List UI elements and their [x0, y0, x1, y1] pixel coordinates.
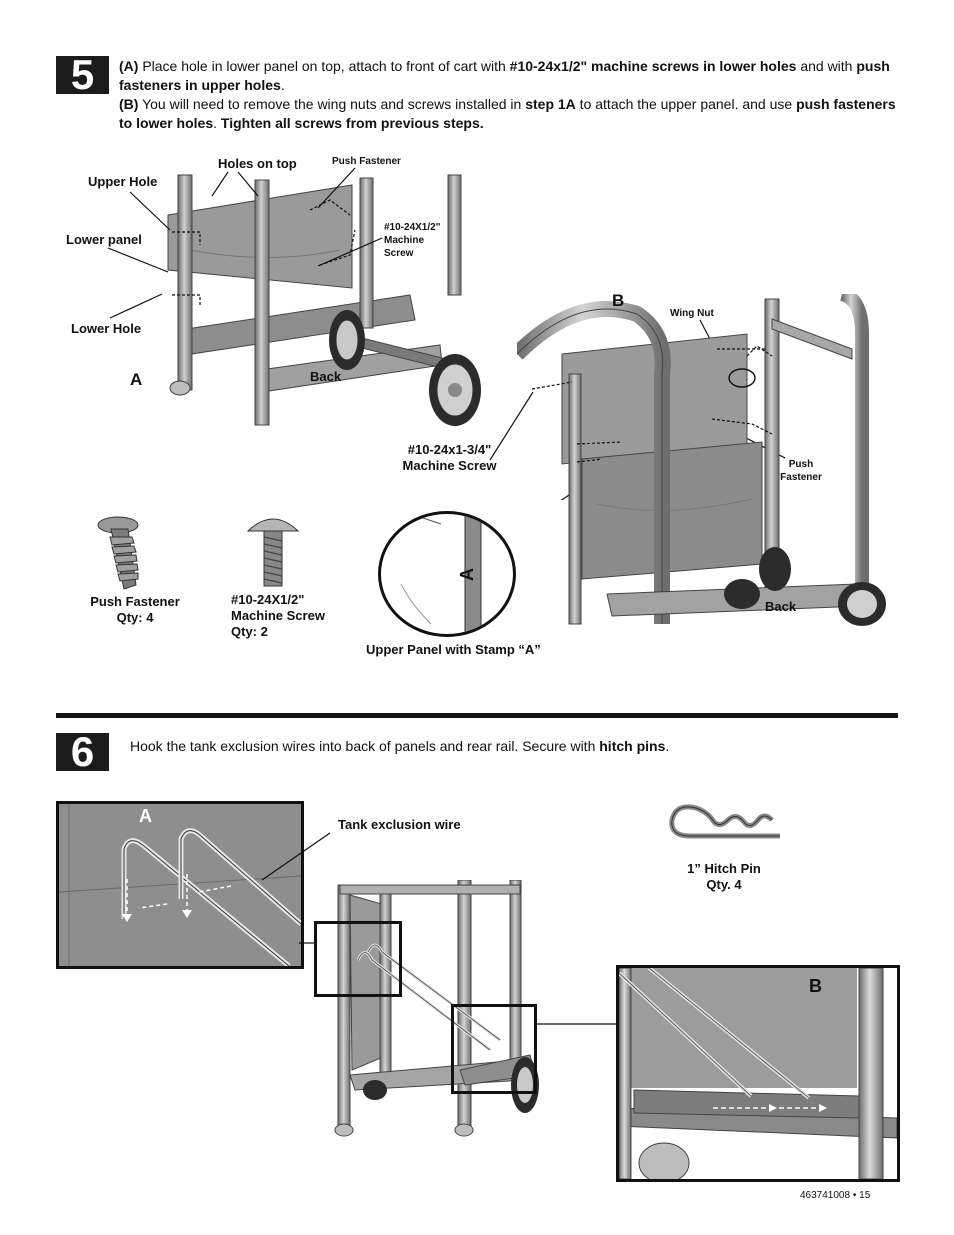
step-6-number-badge: 6 [56, 728, 109, 775]
step-5b-bold-2: push fasteners to lower holes [119, 96, 896, 131]
stamp-letter: A [457, 568, 477, 581]
label-push-fastener-5a: Push Fastener [332, 156, 401, 167]
step-5b-instruction: (B) You will need to remove the wing nut… [119, 95, 909, 133]
step-6-bold-1: hitch pins [599, 738, 666, 754]
step-5b-text-3: . [213, 115, 221, 131]
label-machine-screw-5b-line1: #10-24x1-3/4" [407, 442, 492, 457]
label-wing-nut: Wing Nut [670, 308, 714, 319]
step-6-number: 6 [70, 728, 95, 775]
hitch-pin-part-label: 1” Hitch Pin Qty. 4 [665, 861, 783, 893]
step-5b-text-2: to attach the upper panel. and use [575, 96, 797, 112]
step-5b-tag: (B) [119, 96, 139, 112]
detail-b-callout-box [451, 1004, 537, 1094]
page-footer: 463741008 • 15 [800, 1190, 870, 1201]
step-5b-cart-illustration [517, 294, 886, 626]
stamp-magnifier: A [378, 511, 516, 637]
step-5a-text-1: Place hole in lower panel on top, attach… [138, 58, 510, 74]
label-lower-panel: Lower panel [66, 232, 142, 247]
hitch-pin-part-name: 1” Hitch Pin [687, 861, 761, 876]
label-upper-hole: Upper Hole [88, 174, 158, 189]
label-machine-screw-5b-line2: Machine Screw [402, 458, 497, 473]
step-5b-bold-3: Tighten all screws from previous steps. [220, 115, 484, 131]
section-divider [56, 713, 898, 718]
label-machine-screw-5a: #10-24X1/2" Machine Screw [384, 221, 440, 260]
step-5b-bold-1: step 1A [525, 96, 576, 112]
label-lower-hole: Lower Hole [71, 321, 142, 336]
footer-separator: • [852, 1190, 857, 1201]
step-5b-figure-letter: B [612, 291, 625, 310]
step-6-text-1: Hook the tank exclusion wires into back … [130, 738, 600, 754]
page-number: 15 [859, 1190, 871, 1201]
step-5-number: 5 [70, 51, 95, 98]
step-5-instructions: (A) Place hole in lower panel on top, at… [119, 57, 909, 133]
label-upper-panel-stamp: Upper Panel with Stamp “A” [366, 642, 541, 657]
push-fastener-part-icon [97, 516, 139, 590]
step-6-detail-b-letter: B [809, 976, 822, 996]
detail-a-callout-box [314, 921, 402, 997]
label-back-5a: Back [310, 369, 342, 384]
label-machine-screw-5a-line1: #10-24X1/2" [384, 222, 441, 233]
label-push-fastener-5b-line2: Fastener [780, 472, 822, 483]
step-6-leader-lines [261, 832, 616, 1025]
label-tank-exclusion-wire: Tank exclusion wire [338, 817, 461, 832]
label-holes-on-top: Holes on top [218, 156, 297, 171]
document-number: 463741008 [800, 1190, 851, 1201]
stamp-magnifier-detail [400, 514, 482, 634]
machine-screw-part-qty: Qty: 2 [231, 624, 268, 639]
step-6-detail-a-drawing [59, 804, 301, 966]
push-fastener-part-name: Push Fastener [90, 594, 180, 609]
step-5a-bold-2: push fasteners in upper holes [119, 58, 890, 93]
step-5a-bold-1: #10-24x1/2" machine screws in lower hole… [509, 58, 797, 74]
step-5a-text-3: . [280, 77, 285, 93]
step-5-number-badge: 5 [56, 51, 109, 98]
machine-screw-part-label: #10-24X1/2" Machine Screw Qty: 2 [231, 592, 325, 640]
label-machine-screw-5b: #10-24x1-3/4" Machine Screw [392, 442, 507, 474]
machine-screw-part-name-2: Machine Screw [231, 608, 325, 623]
hitch-pin-part-icon [669, 804, 780, 839]
step-6-detail-b: B [616, 965, 900, 1182]
push-fastener-part-qty: Qty: 4 [116, 610, 154, 625]
label-back-5b: Back [765, 599, 797, 614]
step-6-instruction: Hook the tank exclusion wires into back … [130, 737, 890, 756]
machine-screw-part-name-1: #10-24X1/2" [231, 592, 305, 607]
step-5a-figure-letter: A [130, 370, 143, 389]
step-6-detail-a: A [56, 801, 304, 969]
step-5a-text-2: and with [796, 58, 857, 74]
step-6-detail-a-letter: A [139, 806, 152, 826]
step-5a-tag: (A) [119, 58, 139, 74]
label-machine-screw-5a-line2: Machine [384, 235, 425, 246]
step-5a-cart-illustration [167, 174, 481, 426]
label-push-fastener-5b: Push Fastener [772, 458, 830, 484]
step-6-text-2: . [665, 738, 670, 754]
push-fastener-part-label: Push Fastener Qty: 4 [80, 594, 190, 626]
machine-screw-part-icon [246, 518, 300, 587]
hitch-pin-part-qty: Qty. 4 [706, 877, 742, 892]
step-5a-instruction: (A) Place hole in lower panel on top, at… [119, 57, 909, 95]
step-6-detail-b-drawing [619, 968, 897, 1179]
label-machine-screw-5a-line3: Screw [384, 248, 414, 259]
label-push-fastener-5b-line1: Push [788, 459, 814, 470]
step-5b-text-1: You will need to remove the wing nuts an… [138, 96, 526, 112]
